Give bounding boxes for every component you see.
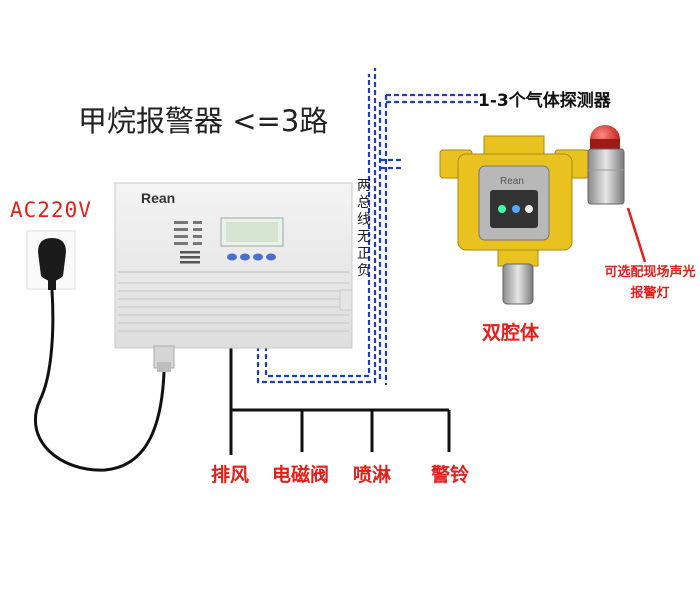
output-wires: [229, 348, 451, 455]
chamber-label: 双腔体: [482, 322, 540, 344]
bus-wires: [256, 68, 478, 385]
light-note: 可选配现场声光报警灯: [604, 265, 696, 301]
power-cable: [33, 289, 166, 472]
output-label-sprinkler: 喷淋: [353, 464, 392, 486]
output-label-solenoid-valve: 电磁阀: [272, 464, 330, 486]
light-pointer-line: [626, 207, 647, 263]
diagram-title: 甲烷报警器 <=3路: [78, 104, 329, 138]
detector-label: 1-3个气体探测器: [478, 91, 611, 111]
controller-brand: Rean: [141, 190, 176, 206]
bus-label: 两总线无正负: [357, 178, 371, 279]
gas-detector: [439, 135, 590, 305]
output-label-exhaust: 排风: [211, 464, 250, 486]
controller-unit: [114, 182, 353, 372]
detector-brand: Rean: [500, 176, 524, 187]
alarm-beacon: [587, 125, 625, 205]
power-plug: [26, 230, 76, 290]
output-label-alarm-bell: 警铃: [431, 464, 470, 486]
power-label: AC220V: [10, 198, 92, 222]
